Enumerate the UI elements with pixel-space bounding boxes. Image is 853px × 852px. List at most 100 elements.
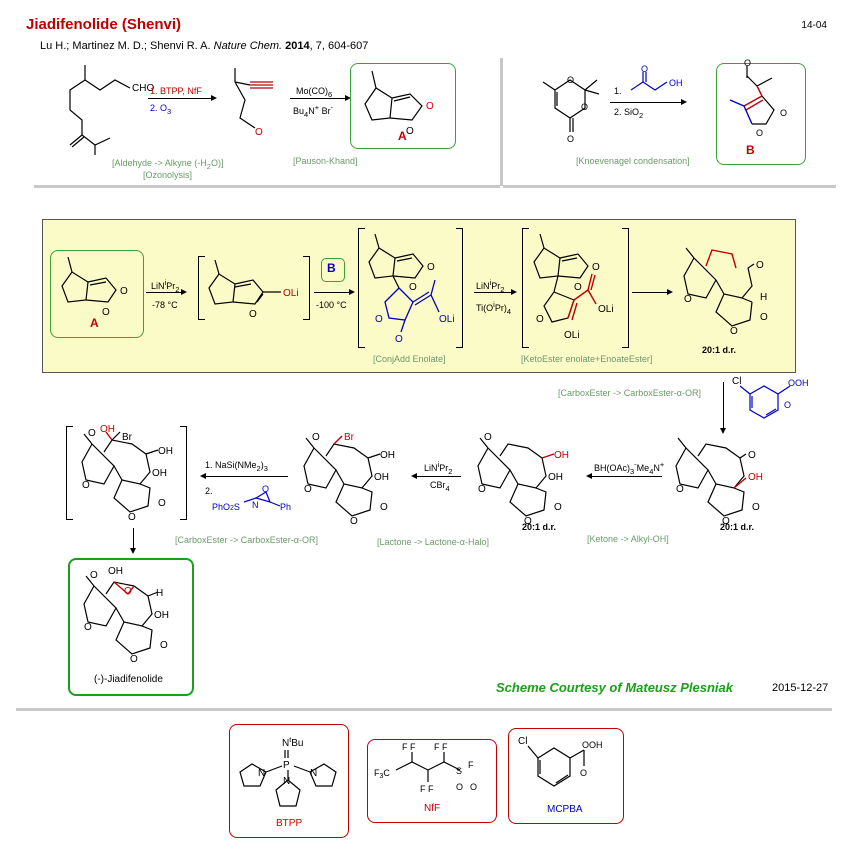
svg-text:N: N <box>258 768 265 779</box>
dioxinone-structure: O O O <box>542 75 600 144</box>
product-a-label: A <box>398 129 407 143</box>
svg-text:OOH: OOH <box>582 740 603 750</box>
authors: Lu H.; Martinez M. D.; Shenvi R. A. <box>40 40 211 52</box>
svg-text:O: O <box>554 502 562 513</box>
mcpba-structure: Cl OOH O <box>518 736 603 787</box>
svg-text:OH: OH <box>554 450 569 461</box>
svg-text:O: O <box>130 654 138 665</box>
svg-text:OLi: OLi <box>564 330 580 341</box>
svg-text:O: O <box>160 640 168 651</box>
citronellal-structure: CHO <box>69 65 154 155</box>
svg-text:OLi: OLi <box>598 304 614 315</box>
svg-text:Cl: Cl <box>518 736 527 747</box>
arrow-6 <box>474 292 514 293</box>
arrow-down-2-head <box>130 548 136 554</box>
svg-text:N: N <box>283 776 290 787</box>
diol-structure: O O OH OH O O <box>477 432 569 527</box>
svg-text:O: O <box>567 134 574 144</box>
arrow-down-2 <box>133 528 134 550</box>
svg-text:OH: OH <box>100 424 115 435</box>
scheme-code: 14-04 <box>801 20 827 31</box>
svg-text:O: O <box>752 502 760 513</box>
final-product-name: (-)-Jiadifenolide <box>94 674 163 685</box>
svg-text:Br: Br <box>122 432 133 443</box>
ketoester-enolate-structure: O O O OLi OLi <box>533 233 614 341</box>
main-a-box <box>50 250 144 338</box>
reference: Lu H.; Martinez M. D.; Shenvi R. A. Natu… <box>40 40 368 52</box>
arrow-8-head <box>586 473 592 479</box>
svg-text:O: O <box>88 428 96 439</box>
svg-text:OH: OH <box>380 450 395 461</box>
svg-text:O: O <box>684 294 692 305</box>
svg-text:PhO2S: PhO2S <box>212 502 240 512</box>
arrow-down-1 <box>723 382 724 430</box>
product-b-structure: O O O <box>729 58 787 138</box>
arrow-4 <box>146 292 184 293</box>
product-a-box <box>350 63 456 149</box>
divider-top-left <box>34 185 500 188</box>
scheme-date: 2015-12-27 <box>772 682 829 694</box>
svg-text:O: O <box>574 282 582 293</box>
btpp-box <box>229 724 349 838</box>
svg-text:O: O <box>484 432 492 443</box>
main-a-structure: O O <box>61 256 128 318</box>
cbr4: CBr4 <box>430 480 450 493</box>
svg-text:O: O <box>409 282 417 293</box>
product-b-label: B <box>746 143 755 157</box>
svg-text:H: H <box>156 588 163 599</box>
svg-text:O: O <box>641 64 648 74</box>
arrow-9 <box>415 476 461 477</box>
nff-box <box>367 739 497 823</box>
alkyne-aldehyde-structure: O <box>234 68 273 138</box>
svg-text:O: O <box>722 516 730 527</box>
btpp-structure: NtBu P N N N <box>239 737 337 807</box>
svg-text:O: O <box>760 312 768 323</box>
note-knoevenagel: [Knoevenagel condensation] <box>576 156 690 166</box>
svg-text:O: O <box>784 400 791 410</box>
note-aldehyde: [Aldehyde -> Alkyne (-H2O)] <box>112 158 224 171</box>
mcpba-label: MCPBA <box>547 804 583 815</box>
hydroxy-bromo-structure: O OH Br O OH OH O O <box>81 424 173 523</box>
journal: Nature Chem. <box>213 40 283 52</box>
svg-text:O: O <box>756 128 763 138</box>
svg-text:O: O <box>255 127 263 138</box>
svg-text:OOH: OOH <box>788 378 809 388</box>
main-a-label: A <box>90 316 99 330</box>
conjadd-enolate-structure: O O O O OLi <box>368 233 455 345</box>
reagent-b-label: B <box>327 261 336 275</box>
oxaziridine-structure: PhO2S O N Ph <box>212 484 291 512</box>
mcpba-inline-structure: Cl OOH O <box>732 376 809 419</box>
svg-text:F F: F F <box>420 784 434 794</box>
svg-text:OH: OH <box>154 610 169 621</box>
svg-text:OH: OH <box>669 78 683 88</box>
knoev-step2: 2. SiO2 <box>614 107 644 120</box>
temp-2: -100 °C <box>316 300 347 310</box>
svg-text:O: O <box>350 516 358 527</box>
bracket-l-1 <box>198 256 205 320</box>
bracket-r-1 <box>303 256 310 320</box>
lda-1: LiNiPr2 <box>151 278 180 294</box>
arrow-1-head <box>211 95 217 101</box>
svg-text:O: O <box>375 314 383 325</box>
svg-text:O: O <box>249 309 257 320</box>
step1-label: 1. BTPP, NfF <box>150 86 202 96</box>
svg-text:Br: Br <box>344 432 355 443</box>
note-ketone: [Ketone -> Alkyl-OH] <box>587 534 669 544</box>
arrow-4-head <box>181 289 187 295</box>
hydroxyacetone-structure: O OH <box>630 64 683 91</box>
year: 2014 <box>285 40 310 52</box>
svg-text:O: O <box>262 484 269 494</box>
svg-text:OH: OH <box>158 446 173 457</box>
tetracycle-structure: O O H O O <box>683 247 768 337</box>
svg-text:O: O <box>581 102 588 112</box>
divider-top-right <box>503 185 836 188</box>
arrow-8 <box>590 476 662 477</box>
svg-text:O: O <box>567 75 574 85</box>
svg-text:O: O <box>380 502 388 513</box>
svg-text:O: O <box>82 480 90 491</box>
arrow-9-head <box>411 473 417 479</box>
svg-text:O: O <box>158 498 166 509</box>
divider-bottom <box>16 708 832 711</box>
note-ketoester: [KetoEster enolate+EnoateEster] <box>521 354 653 364</box>
arrow-10 <box>204 476 288 477</box>
